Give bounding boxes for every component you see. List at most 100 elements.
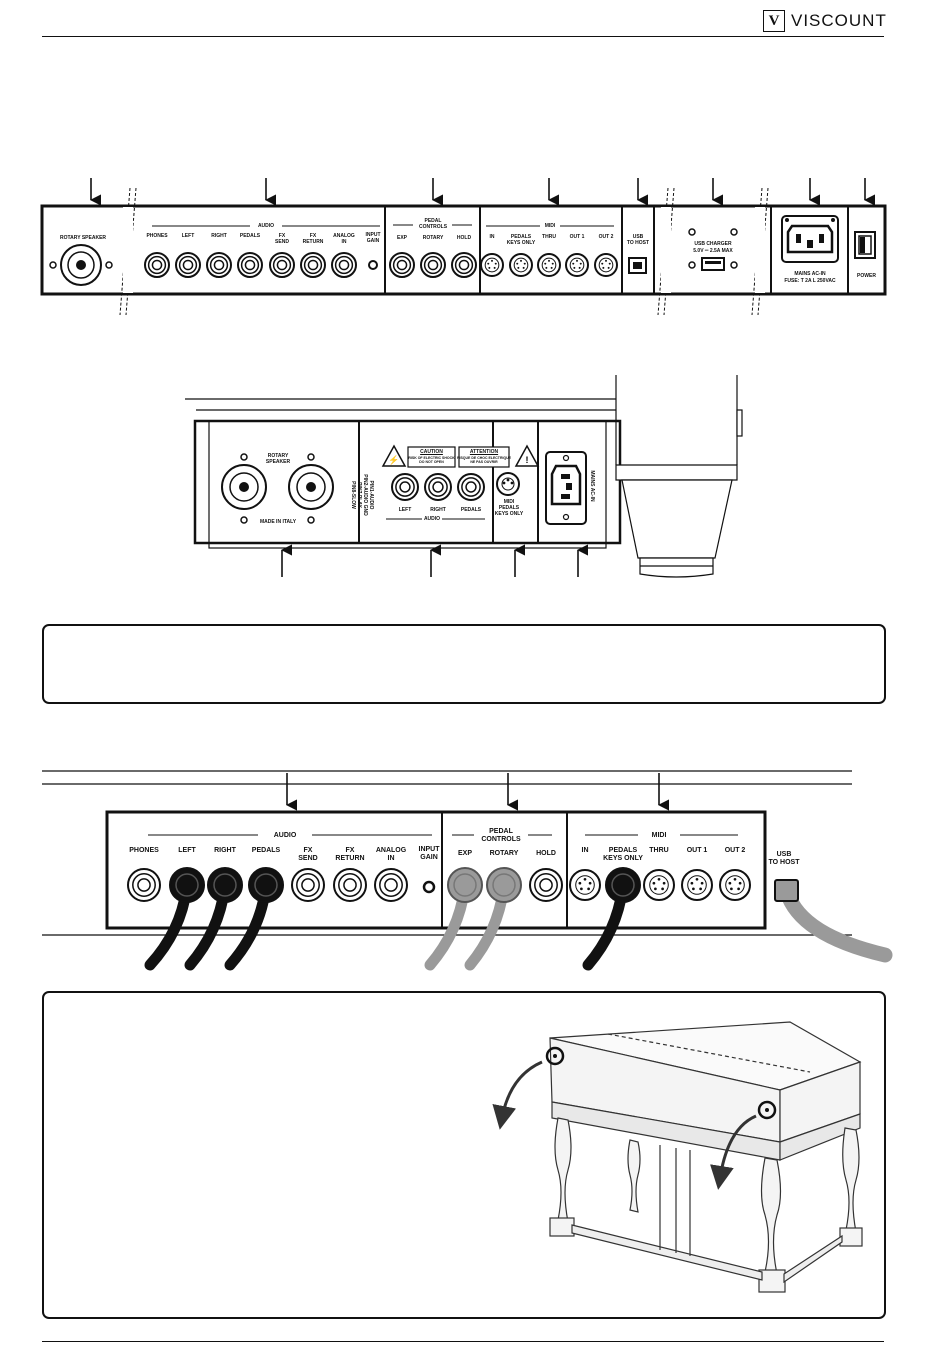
- caution-label: CAUTION: [420, 449, 443, 455]
- conn-audio-label-6: ANALOG IN: [375, 847, 407, 862]
- mains-inlet: [781, 215, 839, 263]
- conn-pedal-label-1: ROTARY: [489, 850, 519, 857]
- rotate-arrow-left: [492, 1060, 543, 1130]
- underside-audio-jacks: [391, 473, 485, 501]
- rear-jack-4: [269, 252, 295, 278]
- rotate-arrow-right: [710, 1114, 757, 1190]
- rear-midi-port-3: [565, 253, 589, 277]
- underside-rotary-label: ROTARY SPEAKER: [265, 453, 291, 465]
- power-label: POWER: [857, 273, 876, 279]
- input-gain-label: INPUT GAIN: [365, 232, 381, 244]
- rear-midi-label-2: THRU: [542, 234, 556, 240]
- conn-pedal-title: PEDAL CONTROLS: [481, 828, 521, 843]
- conn-jack-6: [374, 868, 408, 902]
- input-gain-knob: [368, 260, 378, 270]
- rear-midi-label-4: OUT 2: [598, 234, 614, 240]
- underside-midi-port: [496, 472, 520, 496]
- usb-charger-port: [688, 228, 738, 271]
- conn-jack-4: [291, 868, 325, 902]
- rear-jack-2: [206, 252, 232, 278]
- underside-jack-2: [457, 473, 485, 501]
- underside-jack-0: [391, 473, 419, 501]
- rotary-speaker-socket: [49, 244, 113, 286]
- rotary-speaker-label: ROTARY SPEAKER: [59, 235, 107, 241]
- usb-plug: [774, 879, 799, 902]
- conn-midi-title: MIDI: [651, 832, 667, 839]
- conn-audio-label-0: PHONES: [129, 847, 159, 854]
- rear-pedal-jack-1: [420, 252, 446, 278]
- caution-sub: RISK OF ELECTRIC SHOCK DO NOT OPEN: [408, 456, 455, 464]
- pointer-arrows: [89, 178, 876, 206]
- conn-pedal-label-2: HOLD: [536, 850, 556, 857]
- footer-rule: [42, 1341, 884, 1342]
- rear-midi-port-4: [594, 253, 618, 277]
- underside-audio-label: AUDIO: [423, 516, 441, 522]
- midi-title: MIDI: [544, 223, 556, 229]
- rear-jack-0: [144, 252, 170, 278]
- rear-audio-label-3: PEDALS: [239, 233, 261, 239]
- conn-input-gain-knob: [422, 880, 436, 894]
- conn-audio-label-3: PEDALS: [251, 847, 281, 854]
- rear-midi-label-0: IN: [489, 234, 495, 240]
- connection-midi-ports: [569, 867, 751, 903]
- power-switch: [854, 231, 876, 259]
- conn-audio-label-5: FX RETURN: [335, 847, 365, 862]
- underside-panel-svg: ⚡ !: [185, 375, 743, 578]
- rear-jack-3: [237, 252, 263, 278]
- rear-pedal-label-2: HOLD: [456, 235, 472, 241]
- usb-to-host-label: USB TO HOST: [626, 234, 650, 246]
- panel-outline: [40, 204, 887, 296]
- connection-jacks: [127, 867, 563, 903]
- attention-label: ATTENTION: [469, 449, 499, 455]
- rear-jack-6: [331, 252, 357, 278]
- underside-mains-label: MAINS AC-IN: [589, 470, 595, 502]
- rear-jack-5: [300, 252, 326, 278]
- rear-midi-port-2: [537, 253, 561, 277]
- rear-audio-label-6: ANALOG IN: [333, 233, 355, 245]
- conn-jack-1: [169, 867, 205, 903]
- underside-panel-diagram: ⚡ !: [0, 370, 950, 585]
- svg-text:!: !: [526, 455, 529, 465]
- warning-triangle-icon: [381, 444, 540, 467]
- conn-midi-label-0: IN: [581, 847, 589, 854]
- rear-audio-label-5: FX RETURN: [302, 233, 324, 245]
- rear-midi-label-3: OUT 1: [569, 234, 585, 240]
- brand-logo: V VISCOUNT: [763, 8, 887, 34]
- rear-audio-label-1: LEFT: [181, 233, 195, 239]
- screw-highlight-right: [757, 1100, 777, 1120]
- conn-midi-port-0: [569, 869, 601, 901]
- mains-label: MAINS AC-IN: [794, 271, 826, 277]
- svg-text:⚡: ⚡: [388, 454, 399, 466]
- conn-input-gain-label: INPUT GAIN: [418, 846, 440, 861]
- rear-audio-jacks: [144, 252, 357, 278]
- conn-jack-5: [333, 868, 367, 902]
- rear-panel-diagram: ROTARY SPEAKER AUDIO INPUT GAIN PEDAL CO…: [0, 170, 950, 320]
- audio-title: AUDIO: [257, 223, 275, 229]
- rear-pedal-jacks: [389, 252, 477, 278]
- rear-audio-label-4: FX SEND: [275, 233, 289, 245]
- conn-midi-label-1: PEDALS KEYS ONLY: [603, 847, 643, 862]
- rear-pedal-label-1: ROTARY: [422, 235, 444, 241]
- viscount-logo-icon: V: [763, 10, 785, 32]
- note-box-organ: [42, 991, 886, 1319]
- conn-audio-label-2: RIGHT: [214, 847, 236, 854]
- attention-sub: RISQUE DE CHOC ELECTRIQUE NE PAS OUVRIR: [456, 456, 512, 464]
- underside-jack-label-1: RIGHT: [430, 507, 446, 513]
- cabinet-leg: [615, 375, 743, 578]
- rear-audio-label-0: PHONES: [146, 233, 168, 239]
- underside-midi-label: MIDI PEDALS KEYS ONLY: [494, 499, 524, 517]
- conn-jack-0: [127, 868, 161, 902]
- made-in-label: MADE IN ITALY: [259, 519, 297, 525]
- rear-jack-1: [175, 252, 201, 278]
- underside-jack-label-2: PEDALS: [460, 507, 482, 513]
- conn-jack-3: [248, 867, 284, 903]
- rear-midi-ports: [480, 253, 618, 277]
- conn-midi-label-3: OUT 1: [686, 847, 708, 854]
- rear-midi-port-1: [509, 253, 533, 277]
- connection-panel-diagram: AUDIO INPUT GAIN PEDAL CONTROLS MIDI USB…: [0, 765, 950, 975]
- rear-audio-label-2: RIGHT: [211, 233, 227, 239]
- connection-panel-outline: [105, 810, 767, 930]
- underside-jack-label-0: LEFT: [398, 507, 412, 513]
- conn-jack-2: [207, 867, 243, 903]
- rear-midi-port-0: [480, 253, 504, 277]
